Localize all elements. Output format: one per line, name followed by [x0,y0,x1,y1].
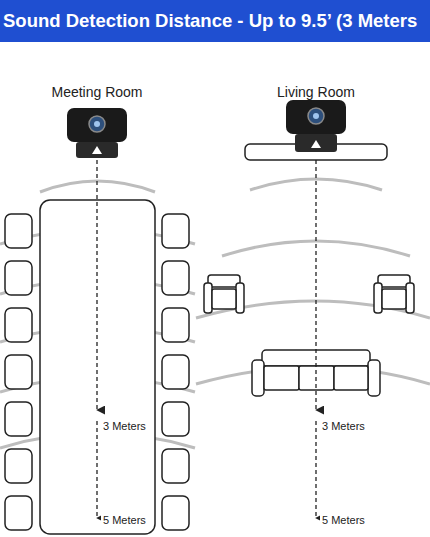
room-label: Meeting Room [51,84,142,100]
distance-arrow [315,160,316,410]
armchair [236,283,244,313]
webcam [286,100,346,152]
distance-label: 5 Meters [320,514,367,526]
chair [162,308,189,342]
chair [162,449,189,483]
chair [162,214,189,248]
sound-wave [196,179,430,384]
webcam [94,121,100,127]
armchair [204,275,414,313]
chair [5,355,32,389]
distance-arrow [97,160,316,518]
webcam [286,100,346,134]
title-banner [0,0,430,42]
chair [162,402,189,436]
sofa [334,366,368,390]
chair [162,355,189,389]
chair [5,261,32,295]
webcam [76,142,118,158]
chair [5,449,32,483]
armchair [378,275,410,287]
chair [5,308,32,342]
distance-label: 5 Meters [101,514,148,526]
webcam [67,108,127,142]
armchair [204,283,212,313]
sofa [252,360,264,396]
armchair [212,289,236,309]
webcam [313,113,319,119]
armchair [382,289,406,309]
webcam [295,134,337,152]
webcam [92,146,102,154]
chair [162,261,189,295]
chair [5,402,32,436]
distance-arrow [315,421,316,518]
armchair [208,275,240,287]
distance-arrow [96,160,97,410]
distance-label: 3 Meters [101,420,148,432]
armchair [406,283,414,313]
distance-label: 3 Meters [320,420,367,432]
chair [5,214,32,248]
room-label: Living Room [277,84,355,100]
chair [162,496,189,530]
distance-arrow [96,421,97,518]
sofa [264,366,299,390]
title-text: Sound Detection Distance - Up to 9.5’ (3… [3,10,417,32]
webcam [67,108,127,158]
webcam [308,108,324,124]
sofa [368,360,380,396]
armchair [374,283,382,313]
webcam [311,140,321,148]
webcam [89,116,105,132]
chair [5,496,32,530]
